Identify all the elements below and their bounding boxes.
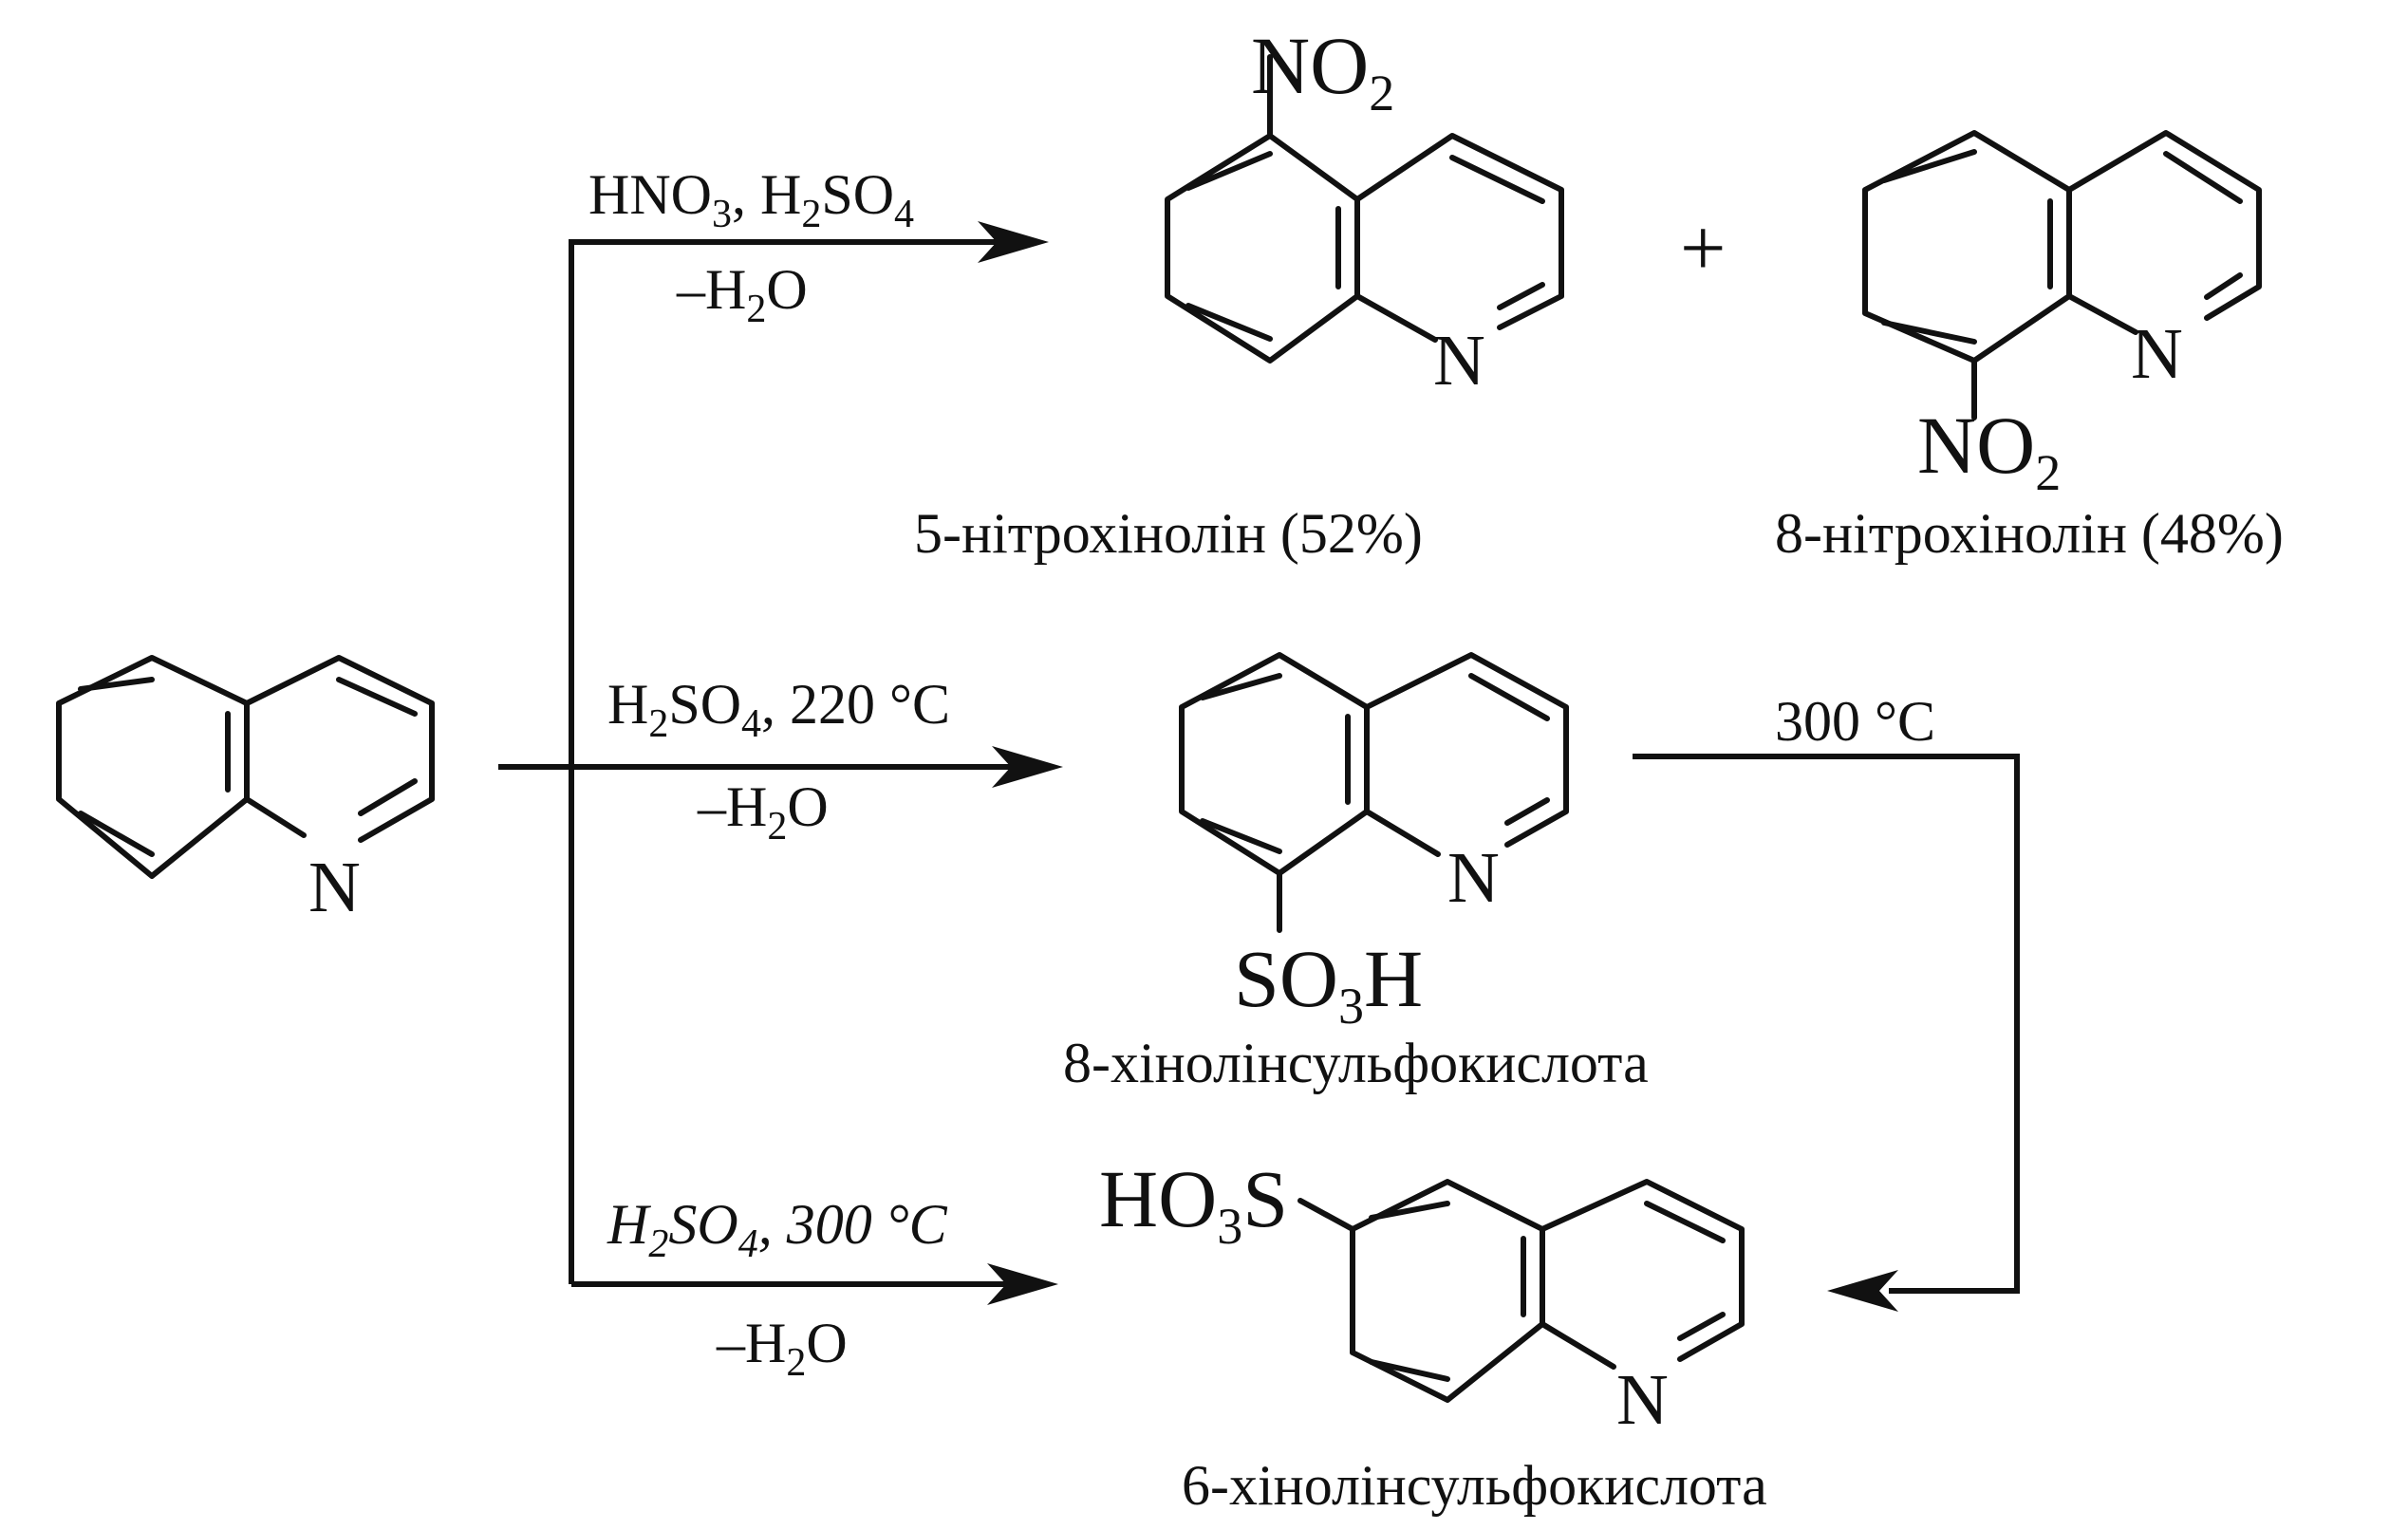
- sulfo6-label: 6-хінолінсульфокислота: [1182, 1454, 1767, 1517]
- product-8-quinolinesulfonic-acid: N SO3H 8-хінолінсульфокислота: [1063, 652, 1649, 1094]
- product-5-nitroquinoline: NO2 N 5-нітрохінолін (52%): [914, 20, 1564, 565]
- sulfo6-ho3s: HO3S: [1099, 1153, 1288, 1255]
- nitro8-n: N: [2131, 314, 2183, 394]
- sulfonation-220-reagents: H2SO4, 220 °C: [607, 673, 950, 746]
- branch-vertical-line: [569, 239, 1006, 1284]
- sulfonation-220-water-loss: –H2O: [697, 775, 829, 849]
- nitro8-no2: NO2: [1917, 400, 2061, 501]
- rearrangement-condition: 300 °C: [1775, 690, 1935, 753]
- sulfonation-300-water-loss: –H2O: [716, 1312, 848, 1385]
- quinoline-start-double-bonds: [78, 677, 418, 857]
- conditions-sulfonation-300: H2SO4, 300 °C –H2O: [607, 1193, 948, 1385]
- quinoline-start-n: N: [308, 848, 361, 927]
- nitro8-skeleton: [1862, 130, 2262, 420]
- nitro8-double-bonds: [1881, 149, 2243, 345]
- sulfo8-label: 8-хінолінсульфокислота: [1063, 1032, 1649, 1094]
- nitro5-skeleton: [1165, 54, 1564, 364]
- product-6-quinolinesulfonic-acid: N HO3S 6-хінолінсульфокислота: [1099, 1153, 1767, 1517]
- product-8-nitroquinoline: N NO2 8-нітрохінолін (48%): [1775, 130, 2284, 565]
- nitration-reagents: HNO3, H2SO4: [588, 163, 914, 236]
- rearrangement-line: [1633, 754, 2020, 1294]
- arrowhead-rearrangement: [1827, 1270, 1898, 1312]
- sulfo8-n: N: [1447, 838, 1500, 918]
- reaction-arrows: [498, 221, 2020, 1312]
- sulfo8-so3h: SO3H: [1234, 933, 1423, 1035]
- quinoline-start-skeleton: [56, 655, 435, 879]
- nitration-water-loss: –H2O: [676, 258, 808, 331]
- sulfonation-300-reagents: H2SO4, 300 °C: [607, 1193, 948, 1266]
- arrowhead-nitration: [978, 221, 1049, 263]
- quinoline-start: N: [56, 655, 435, 927]
- nitro8-label: 8-нітрохінолін (48%): [1775, 502, 2284, 565]
- nitro5-n: N: [1433, 321, 1485, 401]
- sulfo6-double-bonds: [1369, 1201, 1726, 1382]
- sulfo6-skeleton: [1297, 1179, 1745, 1403]
- nitro5-double-bonds: [1185, 151, 1545, 342]
- nitro5-label: 5-нітрохінолін (52%): [914, 502, 1423, 565]
- conditions-sulfonation-220: H2SO4, 220 °C –H2O: [607, 673, 950, 849]
- sulfo6-n: N: [1616, 1360, 1669, 1440]
- sulfo8-skeleton: [1179, 652, 1569, 933]
- arrowhead-sulfonation-300: [987, 1263, 1058, 1305]
- conditions-nitration: HNO3, H2SO4 –H2O: [588, 163, 914, 331]
- plus-sign: +: [1680, 202, 1727, 293]
- sulfo8-double-bonds: [1200, 673, 1550, 854]
- arrowhead-sulfonation-220: [992, 746, 1063, 788]
- nitro5-no2: NO2: [1251, 20, 1394, 121]
